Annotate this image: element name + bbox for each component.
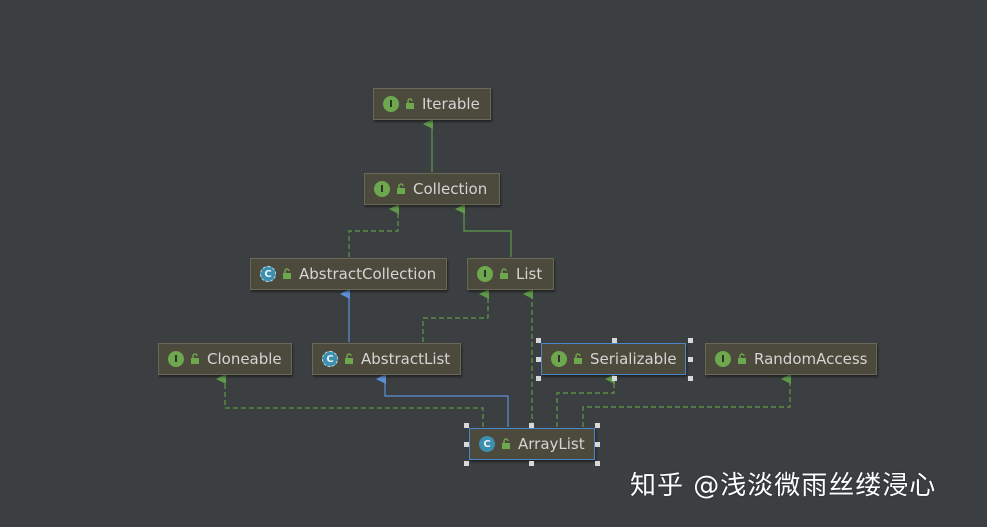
selection-handle[interactable] [529,423,534,428]
selection-handle[interactable] [464,461,469,466]
selection-handle[interactable] [612,376,617,381]
node-abstract-list[interactable]: C AbstractList [312,343,461,375]
class-icon: C [479,436,495,452]
interface-icon: I [551,351,567,367]
edge-arraylist-serializable [556,374,615,427]
lock-icon [500,268,508,279]
selection-handle[interactable] [595,423,600,428]
edge-arraylist-cloneable [216,374,484,427]
lock-icon [345,353,353,364]
edge-arraylist-randomaccess [582,374,791,427]
selection-handle[interactable] [529,461,534,466]
selection-handle[interactable] [536,338,541,343]
node-label: AbstractCollection [299,265,437,283]
node-label: Cloneable [207,350,282,368]
selection-handle[interactable] [536,357,541,362]
selection-handle[interactable] [595,442,600,447]
node-label: List [516,265,543,283]
node-label: AbstractList [361,350,451,368]
lock-icon [502,438,510,449]
lock-icon [574,353,582,364]
abstract-class-icon: C [260,266,276,282]
edge-arraylist-abstractlist [376,374,509,427]
node-list[interactable]: I List [467,258,554,290]
lock-icon [738,353,746,364]
node-label: Collection [413,180,488,198]
node-cloneable[interactable]: I Cloneable [158,343,292,375]
node-label: ArrayList [518,435,585,453]
interface-icon: I [383,96,399,112]
node-array-list[interactable]: C ArrayList [469,428,595,460]
lock-icon [191,353,199,364]
watermark-text: 知乎 @浅淡微雨丝缕浸心 [630,471,937,501]
node-abstract-collection[interactable]: C AbstractCollection [250,258,447,290]
node-label: Serializable [590,350,677,368]
interface-icon: I [168,351,184,367]
node-collection[interactable]: I Collection [364,173,500,205]
node-iterable[interactable]: I Iterable [373,88,491,120]
selection-handle[interactable] [595,461,600,466]
lock-icon [406,98,414,109]
selection-handle[interactable] [612,338,617,343]
selection-handle[interactable] [688,357,693,362]
selection-handle[interactable] [688,376,693,381]
selection-handle[interactable] [464,423,469,428]
selection-handle[interactable] [536,376,541,381]
interface-icon: I [715,351,731,367]
lock-icon [397,183,405,194]
edge-abstractlist-list [422,289,489,342]
edge-list-collection [455,204,512,257]
node-random-access[interactable]: I RandomAccess [705,343,877,375]
edge-abstractcollection-collection [348,204,399,257]
selection-handle[interactable] [688,338,693,343]
interface-icon: I [477,266,493,282]
node-label: RandomAccess [754,350,868,368]
lock-icon [283,268,291,279]
interface-icon: I [374,181,390,197]
abstract-class-icon: C [322,351,338,367]
node-label: Iterable [422,95,480,113]
node-serializable[interactable]: I Serializable [541,343,686,375]
selection-handle[interactable] [464,442,469,447]
